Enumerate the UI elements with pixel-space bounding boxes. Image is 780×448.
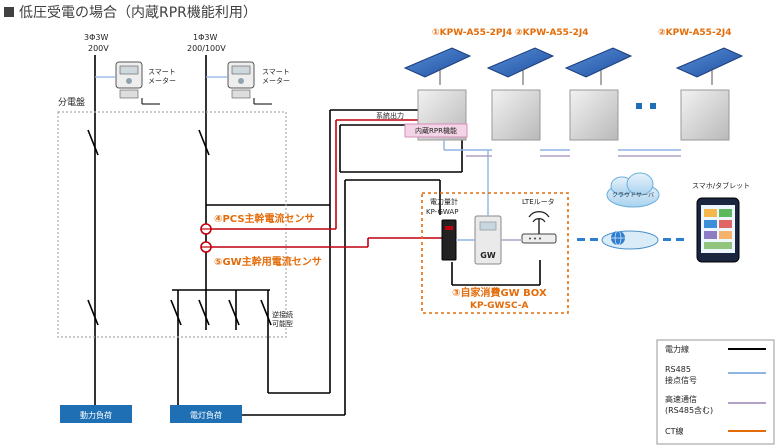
power-meter-indicator [445,226,453,230]
gw-label: GW [480,251,496,260]
pcs-unit-2-label: ②KPW-A55-2J4 [515,28,589,38]
legend-ct-label: CT線 [665,426,683,436]
pcs-unit-4 [675,47,744,141]
lte-router-icon [521,211,557,244]
gw-rs485-lines [456,210,489,241]
single-phase-voltage: 200/100V [187,44,226,53]
smart-meter-3phase [95,61,160,105]
pcs-sensor-label: ④PCS主幹電流センサ [214,212,315,225]
internal-rpr-label: 内蔵RPR機能 [415,126,457,135]
smart-meter-label-1: スマート [148,68,176,76]
three-phase-label: 3Φ3W [84,33,108,42]
legend-rs485-label-2: 接点信号 [665,375,697,385]
legend-highspeed-label-1: 高速通信 [665,394,697,404]
title-bullet [4,7,14,17]
smart-meter-1phase [206,61,272,105]
smart-meter-label-4: メーター [262,76,290,85]
smartphone-label: スマホ/タブレット [692,181,750,190]
lighting-load-label: 電灯負荷 [190,410,222,420]
gw-box-label: ③自家消費GW BOX [452,286,547,299]
legend-box [656,339,775,445]
reverse-breaker-label-2: 可能型 [272,319,293,328]
power-load-label: 動力負荷 [80,410,112,420]
pcs-unit-4-label: ②KPW-A55-2J4 [658,28,732,38]
main-power-lines [87,55,541,416]
legend-power-line-label: 電力線 [665,344,689,354]
page-title: 低圧受電の場合（内蔵RPR機能利用） [19,5,257,21]
ct-sensor-gw [200,241,212,253]
smart-meter-label-3: スマート [262,68,290,76]
panel-label: 分電盤 [58,96,85,108]
power-meter-label-1: 電力量計 [430,197,458,206]
internal-rpr-box [404,123,468,138]
network-globe-icon [601,230,659,250]
ct-sensor-pcs [200,223,212,235]
power-meter-label-2: KP-GWAP [426,208,458,216]
ellipsis-dots [636,103,656,109]
legend-highspeed-label-2: (RS485含む) [665,405,713,415]
pcs-unit-2 [486,47,555,141]
pcs-rs485-lines [443,140,681,210]
lte-router-label: LTEルータ [522,197,555,206]
cloud-label: クラウドサーバ [612,191,654,199]
gw-box-model: KP-GWSC-A [470,301,528,311]
three-phase-voltage: 200V [88,44,109,53]
gw-box-outline [421,192,569,314]
pcs-unit-1-label: ①KPW-A55-2PJ4 [432,28,512,38]
cloud-icon [606,172,660,208]
gw-sensor-label: ⑤GW主幹用電流センサ [214,255,322,268]
single-phase-label: 1Φ3W [193,33,217,42]
power-load-box [60,405,132,423]
legend-rs485-label-1: RS485 [665,365,691,374]
lighting-load-box [170,405,242,423]
distribution-panel [57,111,287,338]
gw-display [479,221,497,231]
smartphone-icon [696,197,740,263]
smart-meter-label-2: メーター [148,76,176,85]
ct-lines [206,119,448,248]
reverse-breaker-label-1: 逆接続 [272,310,293,319]
pcs-unit-3 [564,47,633,141]
grid-tie-label: 系統出力 [376,111,404,120]
